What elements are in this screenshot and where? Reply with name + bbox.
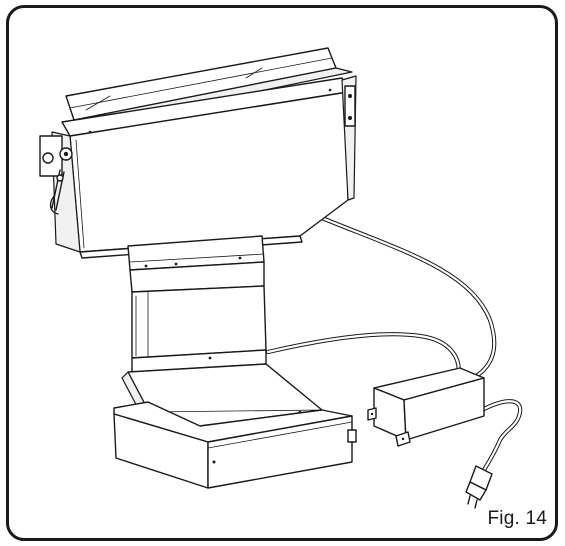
motor-box-icon [113,363,357,489]
cable-icon [265,215,523,473]
downdraft-hood-body-icon [39,75,357,259]
figure-caption: Fig. 14 [487,508,547,529]
control-box-icon [367,367,485,447]
power-plug-icon [465,465,493,509]
lift-column-icon [127,235,267,373]
